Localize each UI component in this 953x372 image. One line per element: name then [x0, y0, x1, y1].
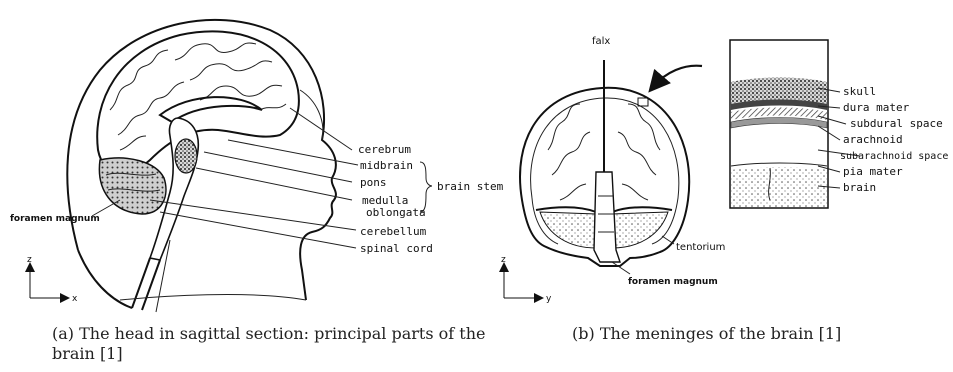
axis-label-z-b: z — [501, 255, 506, 265]
caption-b: (b) The meninges of the brain [1] — [572, 324, 932, 344]
label-brain: brain — [843, 181, 876, 194]
axes-zx: z x — [27, 255, 78, 304]
label-foramen-magnum-b: foramen magnum — [628, 277, 718, 287]
caption-a-line1: (a) The head in sagittal section: princi… — [52, 324, 485, 343]
label-dura-mater: dura mater — [843, 101, 910, 114]
axes-zy: z y — [501, 255, 552, 304]
label-oblongata: oblongata — [366, 206, 426, 219]
caption-a: (a) The head in sagittal section: princi… — [52, 324, 492, 364]
label-cerebellum: cerebellum — [360, 225, 427, 238]
coronal-section-diagram: falx tentorium foramen magnum z y — [501, 36, 725, 304]
label-pia-mater: pia mater — [843, 165, 903, 178]
caption-b-text: (b) The meninges of the brain [1] — [572, 324, 841, 343]
label-spinal-cord: spinal cord — [360, 242, 433, 255]
axis-label-x: x — [72, 294, 78, 304]
label-foramen-magnum-a: foramen magnum — [10, 214, 100, 224]
label-falx: falx — [592, 36, 610, 47]
caption-a-line2: brain [1] — [52, 344, 123, 363]
label-tentorium: tentorium — [676, 242, 725, 253]
label-subdural-space: subdural space — [850, 117, 943, 130]
axis-label-z-a: z — [27, 255, 32, 265]
zoom-arrow — [654, 66, 702, 86]
label-midbrain: midbrain — [360, 159, 413, 172]
label-skull: skull — [843, 85, 876, 98]
label-brain-stem: brain stem — [437, 180, 504, 193]
label-cerebrum: cerebrum — [358, 143, 411, 156]
meninges-inset: skull dura mater subdural space arachnoi… — [730, 40, 948, 208]
label-arachnoid: arachnoid — [843, 133, 903, 146]
label-pons: pons — [360, 176, 387, 189]
sagittal-section-diagram: cerebrum midbrain pons medulla oblongata… — [10, 20, 504, 312]
axis-label-y: y — [546, 294, 552, 304]
label-subarachnoid-space: subarachnoid space — [840, 151, 948, 162]
brain-stem-brace — [420, 162, 432, 212]
